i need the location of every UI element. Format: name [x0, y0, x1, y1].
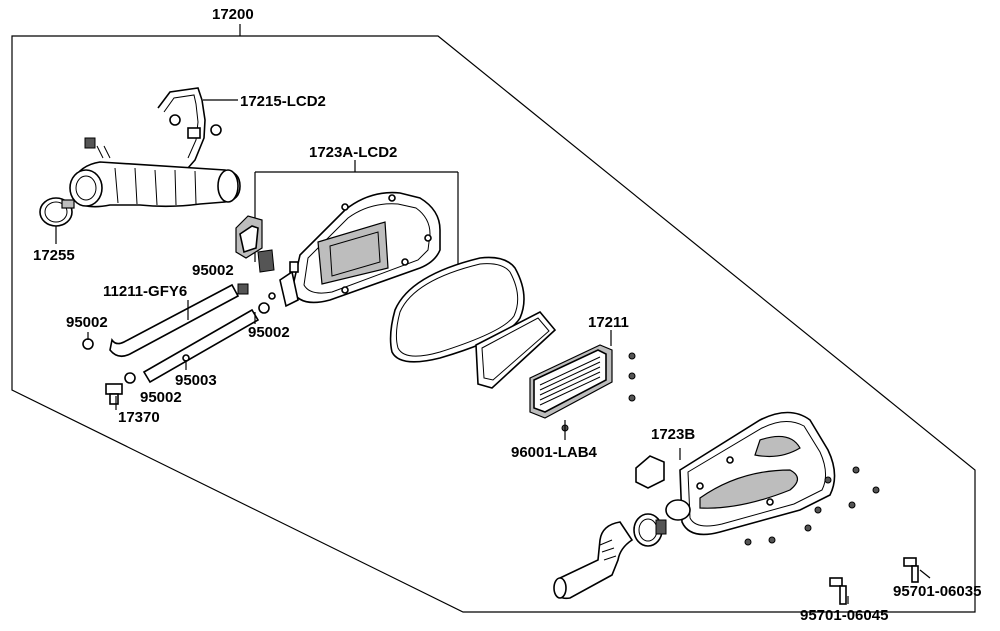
bolt-part-a — [903, 557, 919, 583]
snorkel-part — [635, 455, 691, 521]
hose-part — [109, 283, 260, 384]
filter-gasket-part — [389, 256, 525, 363]
lower-duct-part — [553, 513, 667, 600]
clamp-part — [39, 197, 75, 227]
label-drain-plug: 17370 — [118, 409, 160, 426]
label-seal-a: 95002 — [192, 262, 234, 279]
label-hose: 11211-GFY6 — [103, 283, 187, 300]
label-element: 17211 — [588, 314, 629, 331]
breather-tube-part — [157, 87, 222, 169]
label-seal-b: 95002 — [66, 314, 108, 331]
label-case-lower: 1723B — [651, 426, 695, 443]
label-seal-d: 95002 — [140, 389, 182, 406]
label-assembly: 17200 — [212, 6, 254, 23]
seal-part-a — [235, 215, 275, 273]
flat-gasket-part — [475, 310, 557, 389]
label-case-upper: 1723A-LCD2 — [309, 144, 397, 161]
label-bolt-a: 95701-06035 — [893, 583, 981, 600]
lower-case-part — [679, 411, 836, 536]
intake-duct-part — [69, 137, 241, 208]
label-screw: 96001-LAB4 — [511, 444, 598, 461]
label-breather-tube: 17215-LCD2 — [240, 93, 326, 110]
label-seal-c: 95002 — [248, 324, 290, 341]
screw-parts-element — [561, 352, 636, 432]
label-clamp: 17255 — [33, 247, 75, 264]
label-tube: 95003 — [175, 372, 217, 389]
bolt-part-b — [829, 577, 847, 605]
upper-case-part — [279, 191, 441, 308]
assembly-boundary — [11, 35, 976, 613]
seal-parts-small — [82, 292, 276, 384]
label-bolt-b: 95701-06045 — [800, 607, 888, 624]
filter-element-part — [529, 344, 613, 419]
drain-plug-part — [105, 383, 123, 405]
screw-parts-lower — [744, 466, 880, 546]
